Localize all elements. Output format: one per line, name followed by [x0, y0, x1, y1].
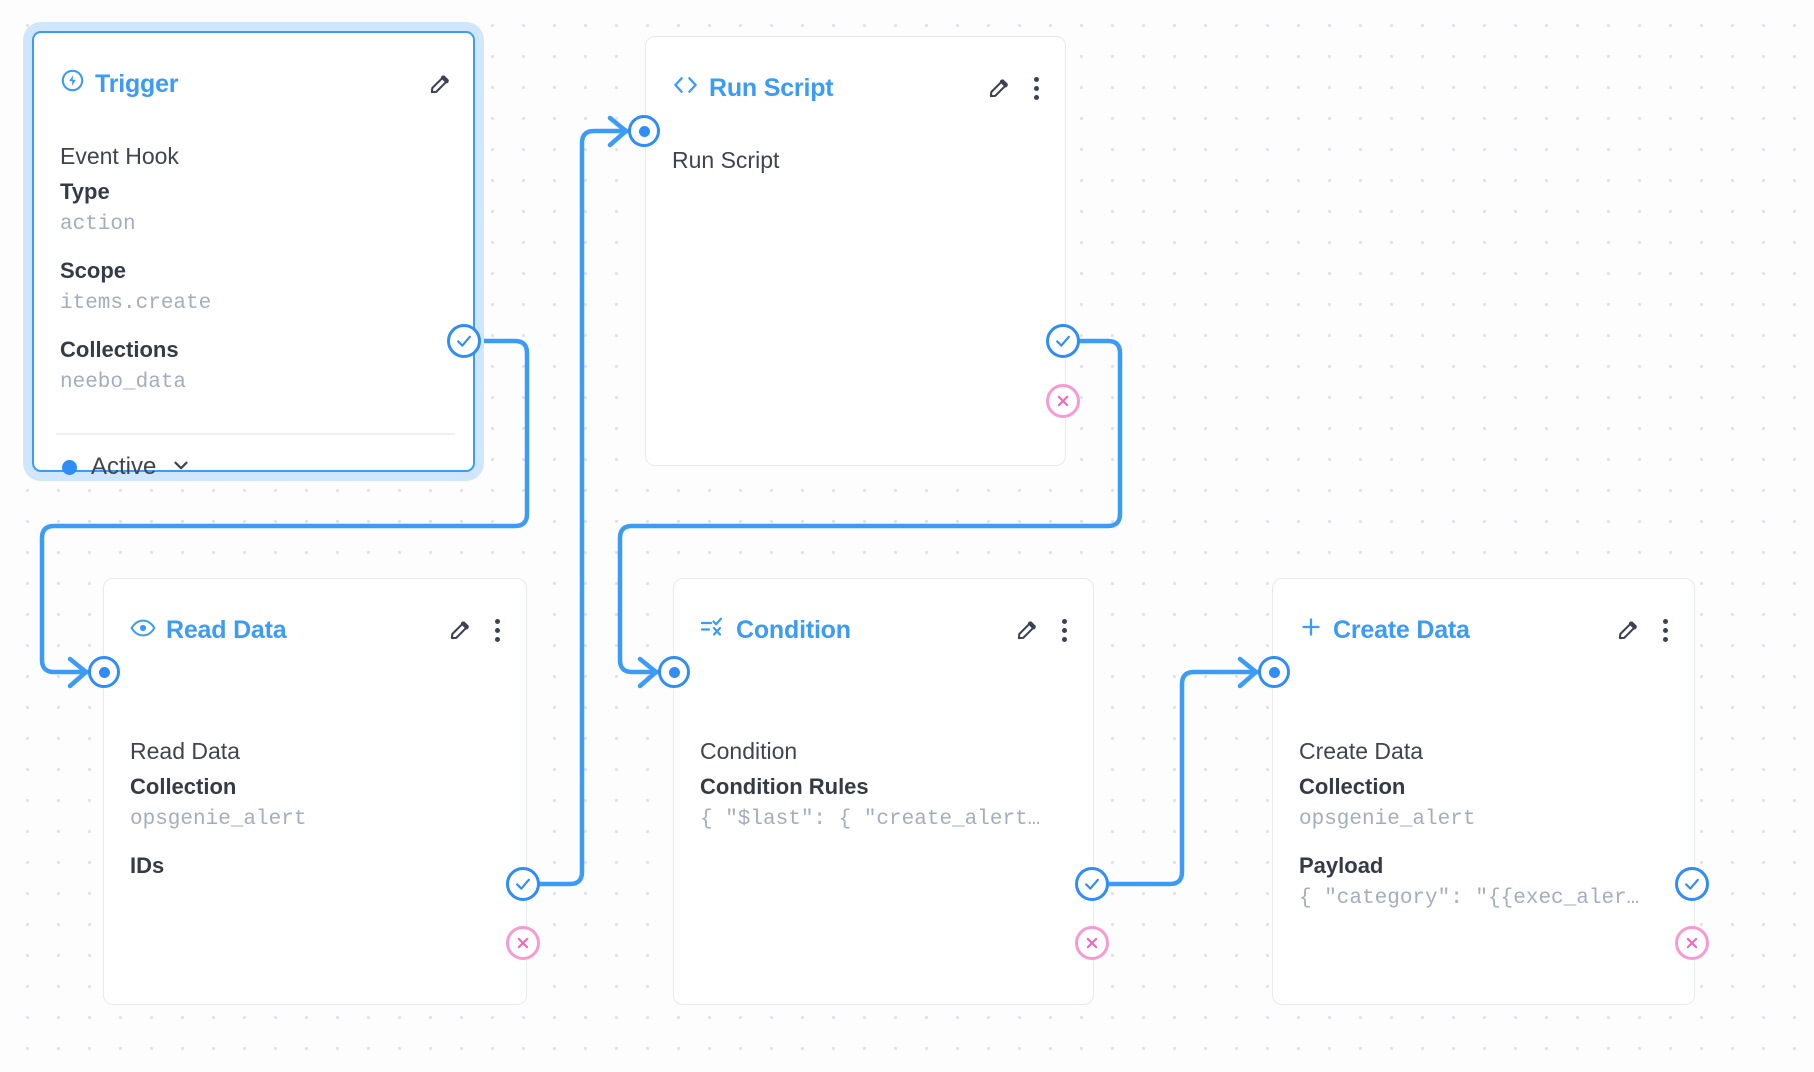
node-create-data-header: Create Data	[1299, 615, 1674, 645]
handle-resolve-create-data[interactable]	[1675, 867, 1709, 901]
handle-target-create-data[interactable]	[1258, 656, 1290, 688]
field-value-collections: neebo_data	[60, 371, 187, 394]
handle-target-condition[interactable]	[658, 656, 690, 688]
node-read-data-body: Read Data Collection opsgenie_alert IDs	[130, 734, 508, 882]
handle-resolve-run-script[interactable]	[1046, 324, 1080, 358]
status-label: Active	[91, 453, 157, 480]
node-read-data-header: Read Data	[130, 615, 506, 645]
more-options-icon[interactable]	[489, 617, 506, 644]
node-trigger-body: Event Hook Type action Scope items.creat…	[60, 139, 455, 399]
field-label-ids: IDs	[130, 853, 165, 878]
node-run-script-actions	[986, 75, 1045, 102]
field-value-collection: opsgenie_alert	[1299, 808, 1476, 831]
node-trigger-actions	[427, 71, 453, 97]
field-label-condition-rules: Condition Rules	[700, 774, 869, 799]
node-trigger-title: Trigger	[95, 69, 179, 98]
plus-icon	[1299, 615, 1323, 646]
node-run-script-title-group: Run Script	[672, 73, 834, 103]
field-label-collections: Collections	[60, 337, 179, 362]
node-create-data-actions	[1615, 617, 1674, 644]
node-trigger-header: Trigger	[60, 69, 453, 99]
field-value-type: action	[60, 213, 136, 236]
pencil-icon[interactable]	[1615, 617, 1641, 643]
arrowhead-run-script	[607, 115, 629, 148]
node-condition[interactable]: Condition Condition Condition Rules { "$…	[673, 578, 1094, 1005]
handle-target-run-script[interactable]	[628, 115, 660, 147]
field-label-collection: Collection	[130, 774, 237, 799]
node-create-data[interactable]: Create Data Create Data Collection opsge…	[1272, 578, 1695, 1005]
more-options-icon[interactable]	[1056, 617, 1073, 644]
node-trigger-title-group: Trigger	[60, 68, 179, 100]
node-read-data-title-group: Read Data	[130, 615, 287, 645]
node-run-script-body: Run Script	[672, 143, 1047, 179]
edge-read-data-to-run-script	[537, 128, 631, 887]
code-brackets-icon	[672, 74, 699, 103]
pencil-icon[interactable]	[1014, 617, 1040, 643]
field-label-collection: Collection	[1299, 774, 1406, 799]
handle-reject-run-script[interactable]	[1046, 384, 1080, 418]
node-condition-header: Condition	[700, 615, 1073, 645]
handle-resolve-read-data[interactable]	[506, 867, 540, 901]
filter-rules-icon	[700, 616, 726, 645]
handle-reject-condition[interactable]	[1075, 926, 1109, 960]
pencil-icon[interactable]	[427, 71, 453, 97]
divider	[56, 433, 455, 435]
handle-target-read-data[interactable]	[88, 656, 120, 688]
node-create-data-title: Create Data	[1333, 615, 1470, 644]
handle-reject-create-data[interactable]	[1675, 926, 1709, 960]
node-condition-actions	[1014, 617, 1073, 644]
lightning-bolt-icon	[60, 68, 85, 100]
node-trigger-subtitle: Event Hook	[60, 143, 179, 169]
more-options-icon[interactable]	[1028, 75, 1045, 102]
node-condition-body: Condition Condition Rules { "$last": { "…	[700, 734, 1075, 836]
node-create-data-title-group: Create Data	[1299, 615, 1470, 646]
node-read-data-title: Read Data	[166, 615, 287, 644]
node-create-data-body: Create Data Collection opsgenie_alert Pa…	[1299, 734, 1676, 915]
chevron-down-icon	[170, 454, 192, 481]
status-dot-icon	[62, 459, 77, 475]
pencil-icon[interactable]	[986, 75, 1012, 101]
field-value-scope: items.create	[60, 292, 212, 315]
handle-resolve-condition[interactable]	[1075, 867, 1109, 901]
field-value-collection: opsgenie_alert	[130, 808, 307, 831]
node-run-script-subtitle: Run Script	[672, 147, 780, 173]
node-trigger[interactable]: Trigger Event Hook Type action Scope ite…	[32, 31, 475, 480]
field-label-payload: Payload	[1299, 853, 1384, 878]
pencil-icon[interactable]	[447, 617, 473, 643]
node-condition-title: Condition	[736, 615, 851, 644]
node-condition-subtitle: Condition	[700, 738, 798, 764]
node-read-data-actions	[447, 617, 506, 644]
eye-icon	[130, 616, 156, 645]
field-value-condition-rules: { "$last": { "create_alert…	[700, 808, 1041, 831]
node-create-data-subtitle: Create Data	[1299, 738, 1424, 764]
node-run-script-header: Run Script	[672, 73, 1045, 103]
node-run-script[interactable]: Run Script Run Script	[645, 36, 1066, 466]
arrowhead-create-data	[1237, 656, 1259, 689]
arrowhead-condition	[637, 656, 659, 689]
trigger-status-dropdown[interactable]: Active	[62, 453, 192, 481]
edge-condition-to-create-data	[1105, 669, 1261, 887]
handle-reject-read-data[interactable]	[506, 926, 540, 960]
field-value-payload: { "category": "{{exec_aler…	[1299, 887, 1640, 910]
node-read-data-subtitle: Read Data	[130, 738, 240, 764]
node-run-script-title: Run Script	[709, 73, 834, 102]
handle-resolve-trigger[interactable]	[447, 324, 481, 358]
arrowhead-read-data	[67, 656, 89, 689]
node-condition-title-group: Condition	[700, 616, 851, 645]
field-label-scope: Scope	[60, 258, 127, 283]
field-label-type: Type	[60, 179, 110, 204]
node-read-data[interactable]: Read Data Read Data Collection opsgenie_…	[103, 578, 527, 1005]
more-options-icon[interactable]	[1657, 617, 1674, 644]
